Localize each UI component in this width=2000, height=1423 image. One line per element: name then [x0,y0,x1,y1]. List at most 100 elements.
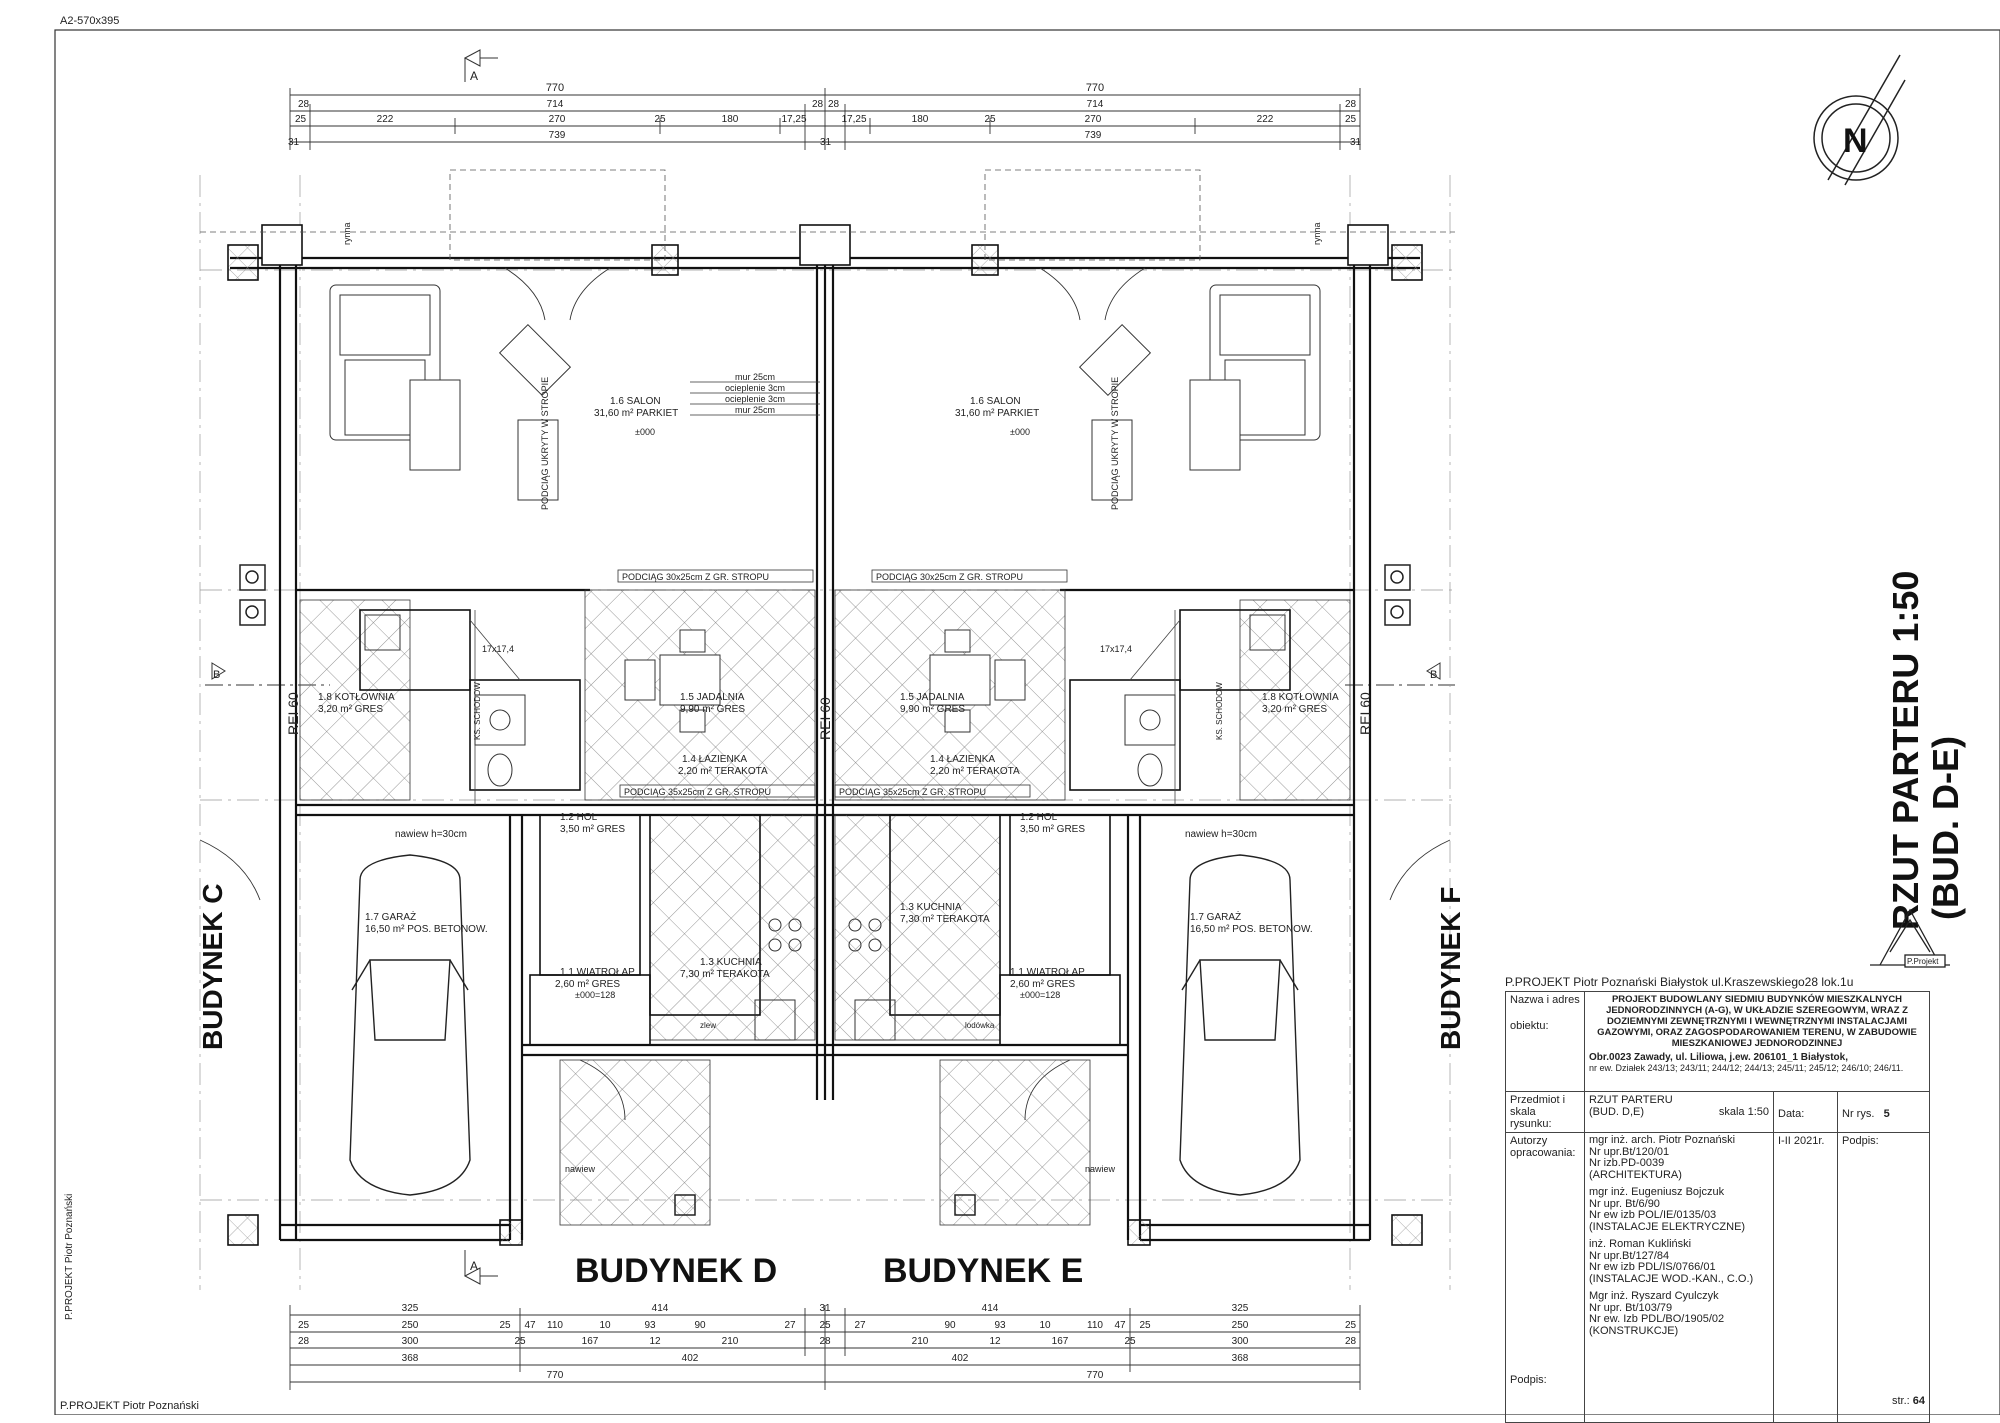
dim: 25 [514,1336,526,1347]
dim: 368 [1232,1353,1249,1364]
room-area: 31,60 m² PARKIET [594,408,678,419]
dim: 25 [1345,114,1357,125]
room-area: 3,50 m² GRES [560,824,625,835]
author-line: mgr inż. Eugeniusz Bojczuk [1589,1186,1725,1198]
date-label: Data: [1778,1108,1805,1120]
drawing-no: 5 [1883,1108,1890,1120]
dim: 25 [1124,1336,1136,1347]
building-d-label: BUDYNEK D [575,1252,777,1290]
dim: 770 [1086,82,1104,94]
date-value: I-II 2021r. [1778,1135,1825,1147]
author-line: Nr ew izb POL/IE/0135/03 [1589,1209,1717,1221]
dim: 31 [288,137,300,148]
dim: 739 [549,130,566,141]
date-label-cell: Data: [1773,1091,1838,1133]
beam-note: PODCIĄG 35x25cm Z GR. STROPU [839,787,986,797]
author-line: Nr upr. Bt/6/90 [1589,1197,1660,1210]
dim: 28 [1345,1336,1357,1347]
canopy-note: nawiew h=30cm [395,829,467,840]
door-swings [199,267,1451,1121]
room-labels: 1.6 SALON 31,60 m² PARKIET 1.6 SALON 31,… [318,396,1339,990]
dim: 300 [402,1336,419,1347]
signature-cell: Podpis: str.: 64 [1837,1132,1930,1423]
room-label: 1.7 GARAŻ [365,910,416,923]
building-c-label: BUDYNEK C [197,884,228,1050]
dim: 25 [984,114,996,125]
building-e-label: BUDYNEK E [883,1252,1083,1290]
dim: 714 [547,99,564,110]
hidden-beam-note: PODCIĄG UKRYTY W STROPIE [540,377,550,510]
signature-label: Podpis: [1842,1135,1879,1147]
dim: 28 [298,99,310,110]
canopy-note: nawiew h=30cm [1185,829,1257,840]
dim: 739 [1085,130,1102,141]
wall-legend-line: mur 25cm [735,372,775,382]
room-label: 1.6 SALON [610,396,661,407]
room-area: 3,50 m² GRES [1020,824,1085,835]
fridge-note: lodówka [965,1021,995,1030]
dim: 210 [722,1336,739,1347]
author-line: mgr inż. arch. Piotr Poznański [1589,1134,1736,1146]
drawing-no-label: Nr rys. [1842,1108,1875,1120]
author-line: Nr ew. Izb PDL/BO/1905/02 [1589,1313,1725,1325]
dim: 770 [546,82,564,94]
author-line: Nr upr. Bt/103/79 [1589,1301,1673,1314]
authors-cell: mgr inż. arch. Piotr Poznański Nr upr.Bt… [1584,1132,1774,1423]
subject-sub: (BUD. D,E) [1589,1106,1644,1118]
dim: 250 [402,1320,419,1331]
dim: 27 [854,1320,866,1331]
fire-wall-label: REI 60 [285,692,301,735]
project-parcels: nr ew. Działek 243/13; 243/11; 244/12; 2… [1589,1063,1904,1073]
dim: 10 [599,1320,611,1331]
author-line: inż. Roman Kukliński [1589,1238,1692,1250]
beam-note: PODCIĄG 35x25cm Z GR. STROPU [624,787,771,797]
dim: 250 [1232,1320,1249,1331]
project-location: Obr.0023 Zawady, ul. Liliowa, j.ew. 2061… [1589,1052,1849,1063]
section-label: B [213,669,220,681]
dim: 414 [982,1303,999,1314]
dim: 17,25 [841,114,866,125]
room-label: 1.1 WIATROŁAP [1010,967,1085,978]
author-line: Nr upr.Bt/127/84 [1589,1249,1670,1262]
room-label: 1.3 KUCHNIA [700,957,762,968]
label: opracowania: [1510,1147,1576,1159]
drawing-subtitle: (BUD. D-E) [1925,736,1966,920]
author-line: (KONSTRUKCJE) [1589,1324,1679,1337]
hidden-beam-note: PODCIĄG UKRYTY W STROPIE [1110,377,1120,510]
dim: 770 [547,1370,564,1381]
room-area: 7,30 m² TERAKOTA [900,914,990,925]
object-label-cell: Nazwa i adres obiektu: [1505,991,1585,1092]
room-area: 31,60 m² PARKIET [955,408,1039,419]
dim: 325 [1232,1303,1249,1314]
dim: 167 [1052,1336,1069,1347]
notes: PODCIĄG 30x25cm Z GR. STROPU PODCIĄG 30x… [342,222,1322,1174]
dim: 414 [652,1303,669,1314]
level-mark: ±000=128 [1020,990,1060,1000]
format-label: A2-570x395 [60,15,119,27]
dim: 222 [377,114,394,125]
section-label: A [470,1259,478,1273]
dim: 90 [694,1320,706,1331]
room-area: 2,60 m² GRES [555,979,620,990]
room-area: 16,50 m² POS. BETONOW. [1190,924,1313,935]
dim: 270 [549,114,566,125]
room-area: 3,20 m² GRES [1262,704,1327,715]
beam-note: PODCIĄG 30x25cm Z GR. STROPU [876,572,1023,582]
room-label: 1.3 KUCHNIA [900,902,962,913]
terrace-outlines [200,169,1455,261]
room-label: 1.6 SALON [970,396,1021,407]
dim: 210 [912,1336,929,1347]
level-mark: ±000 [635,427,655,437]
dim: 31 [819,1303,831,1314]
gutter-note: rynna [1312,222,1322,245]
dim: 93 [644,1320,656,1331]
project-title: PROJEKT BUDOWLANY SIEDMIU BUDYNKÓW MIESZ… [1597,994,1917,1049]
label: Przedmiot i [1510,1094,1566,1106]
authors-label-cell: Autorzy opracowania: Podpis: [1505,1132,1585,1423]
level-mark: ±000=128 [575,990,615,1000]
wall-legend [690,381,820,416]
dim: 180 [912,114,929,125]
beam-note: PODCIĄG 30x25cm Z GR. STROPU [622,572,769,582]
dim: 90 [944,1320,956,1331]
